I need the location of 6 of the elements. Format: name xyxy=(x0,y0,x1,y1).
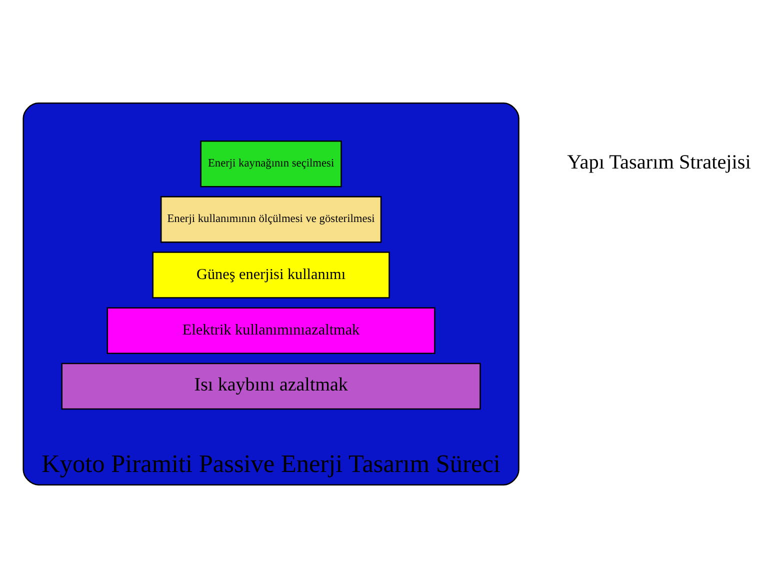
node-box: Enerji kullanımının ölçülmesi ve gösterilmesi xyxy=(160,196,382,243)
node-box: Isı kaybını azaltmak xyxy=(61,362,481,410)
node-box: Güneş enerjisi kullanımı xyxy=(152,252,390,298)
label: Yapı Tasarım Stratejisi xyxy=(567,152,751,174)
node-box: Elektrik kullanımınıazaltmak xyxy=(106,307,436,354)
node-box: Enerji kaynağının seçilmesi xyxy=(200,140,342,188)
